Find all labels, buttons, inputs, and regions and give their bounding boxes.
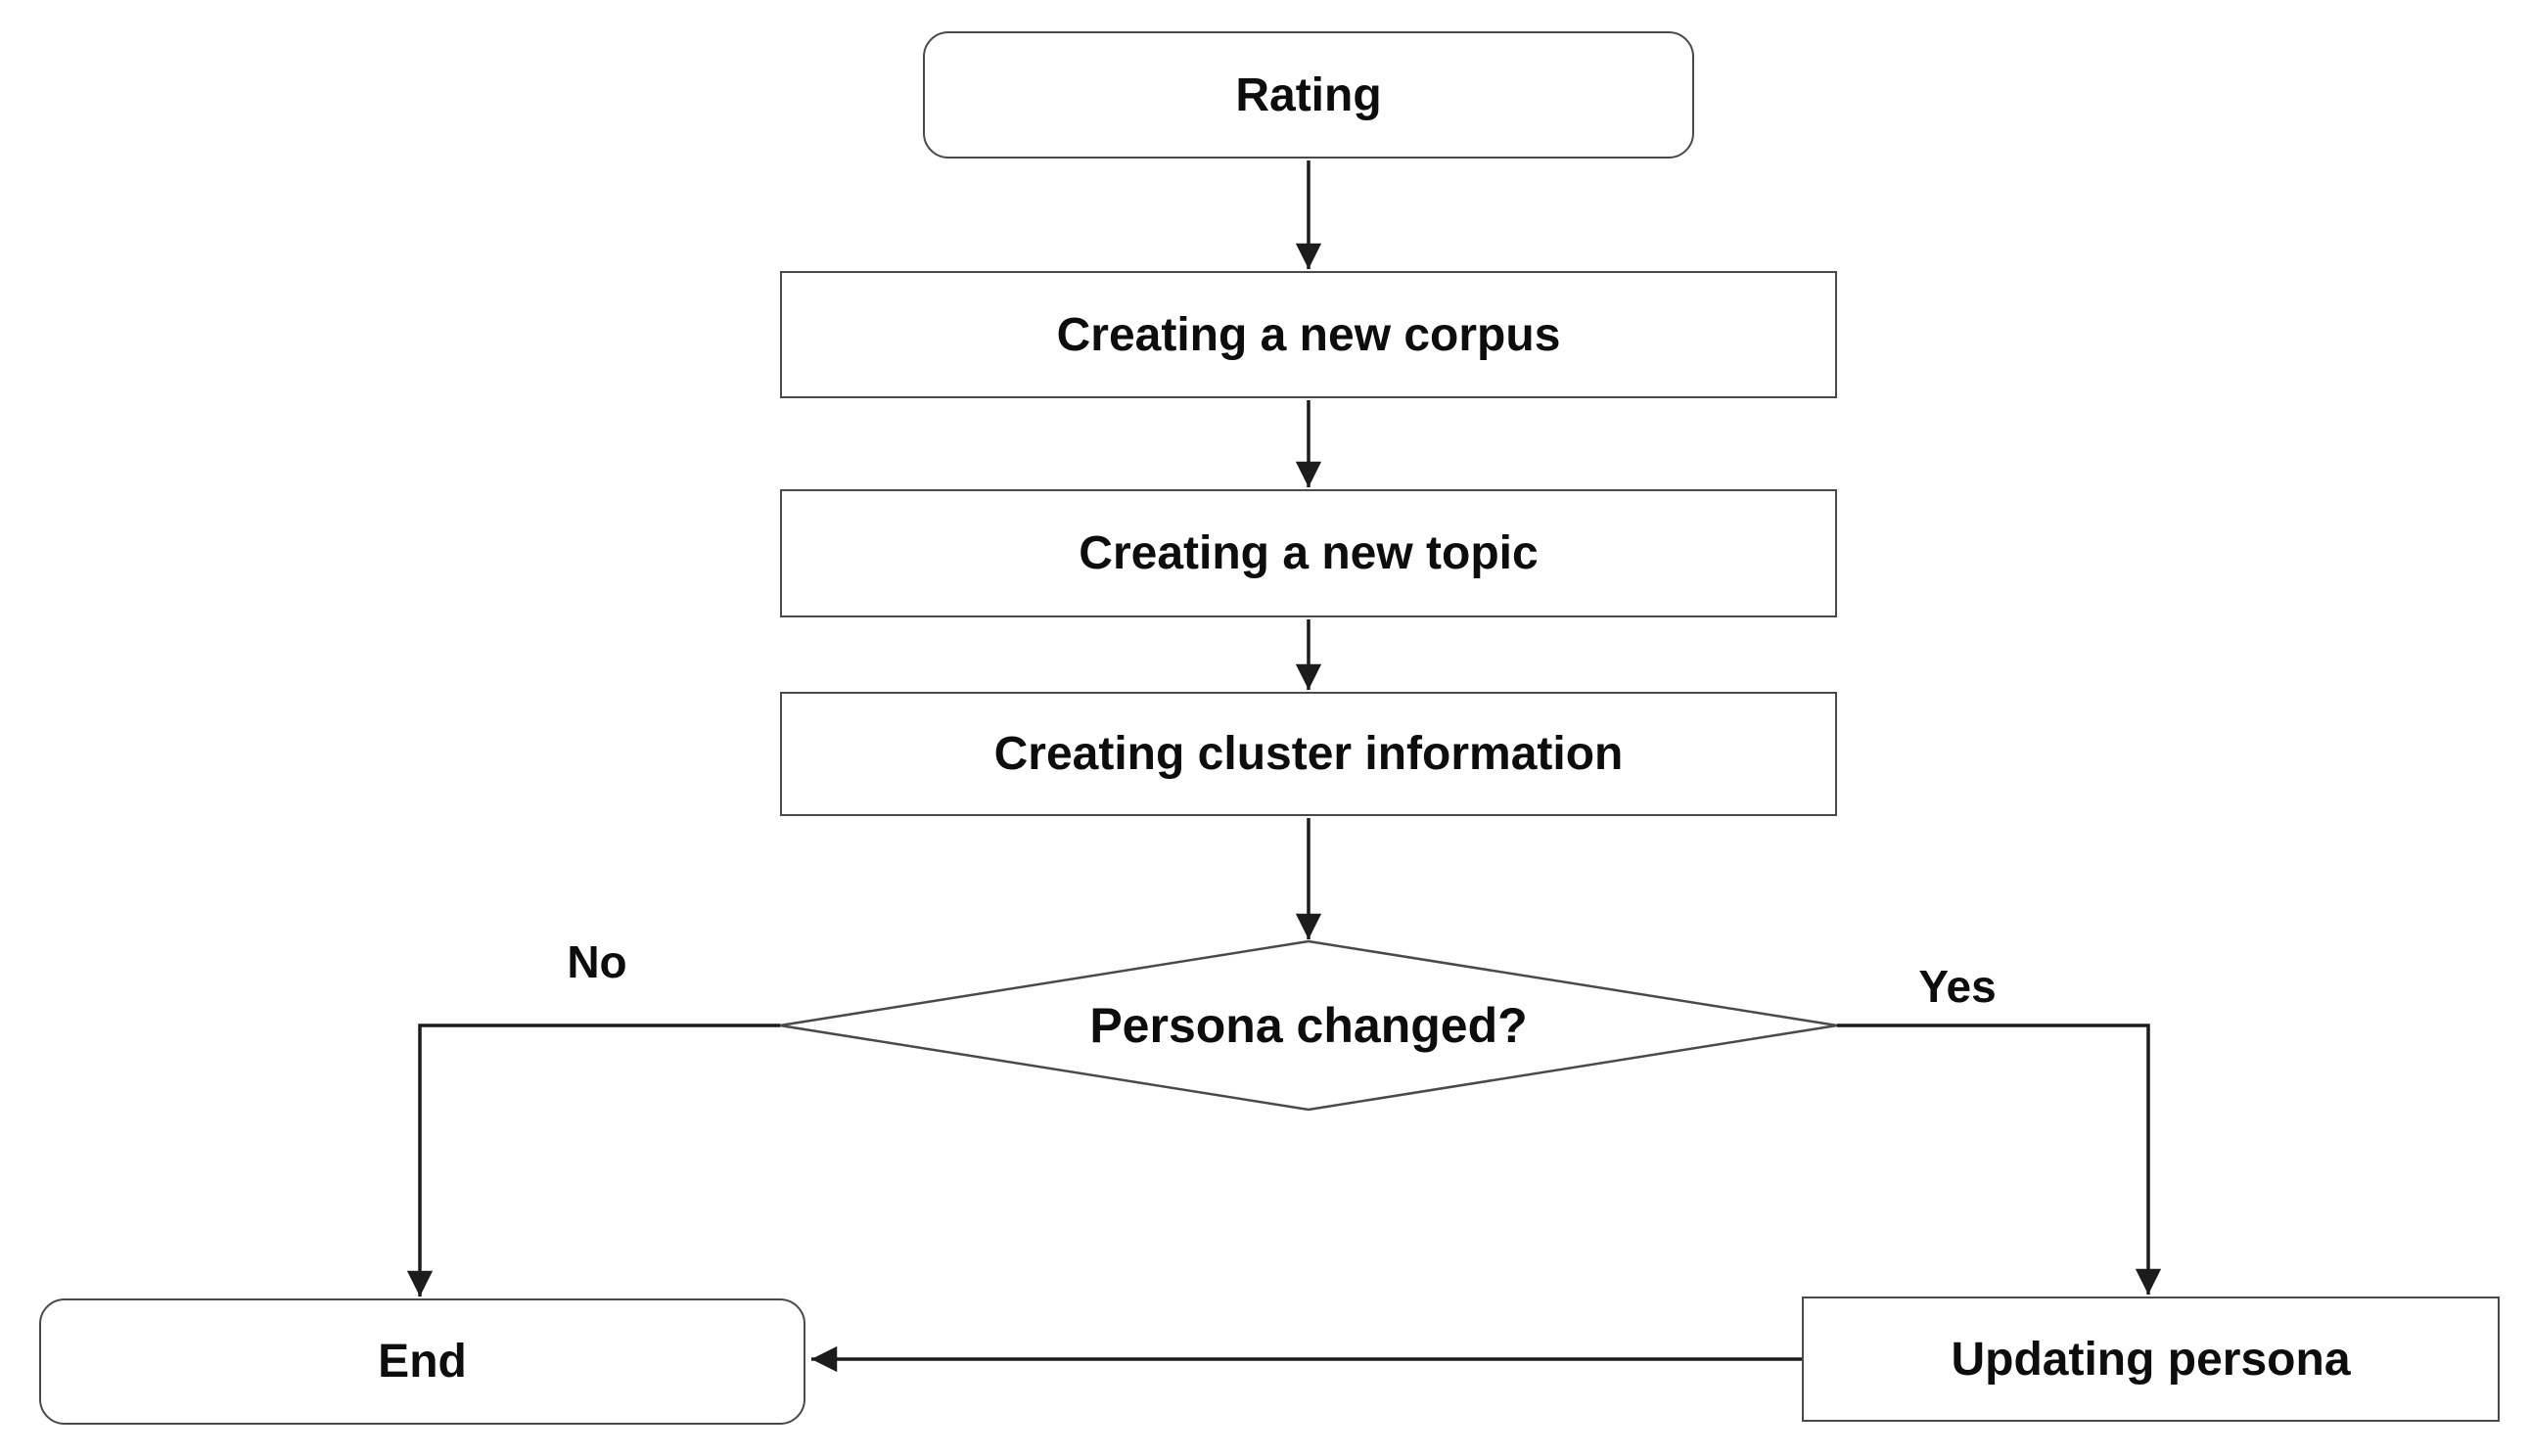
node-updating-persona-label: Updating persona: [1951, 1333, 2351, 1386]
node-creating-cluster-information: Creating cluster information: [780, 692, 1837, 816]
node-rating-label: Rating: [1235, 68, 1382, 121]
node-updating-persona: Updating persona: [1802, 1297, 2500, 1422]
node-creating-new-corpus: Creating a new corpus: [780, 271, 1837, 398]
node-creating-cluster-information-label: Creating cluster information: [993, 728, 1624, 780]
edge-label-no-text: No: [567, 936, 627, 987]
node-rating: Rating: [923, 31, 1694, 159]
arrow-decision-no-to-end: [406, 1024, 780, 1297]
edge-label-yes: Yes: [1850, 957, 2065, 1016]
node-creating-new-corpus-label: Creating a new corpus: [1056, 308, 1561, 361]
node-end: End: [39, 1298, 805, 1425]
node-creating-new-topic: Creating a new topic: [780, 489, 1837, 617]
node-creating-new-topic-label: Creating a new topic: [1079, 527, 1539, 579]
edge-label-yes-text: Yes: [1918, 961, 1997, 1012]
decision-diamond-shape: [779, 939, 1838, 1112]
arrow-decision-yes-to-update: [1837, 1024, 2162, 1295]
node-end-label: End: [378, 1336, 467, 1388]
edge-label-no: No: [489, 933, 705, 991]
